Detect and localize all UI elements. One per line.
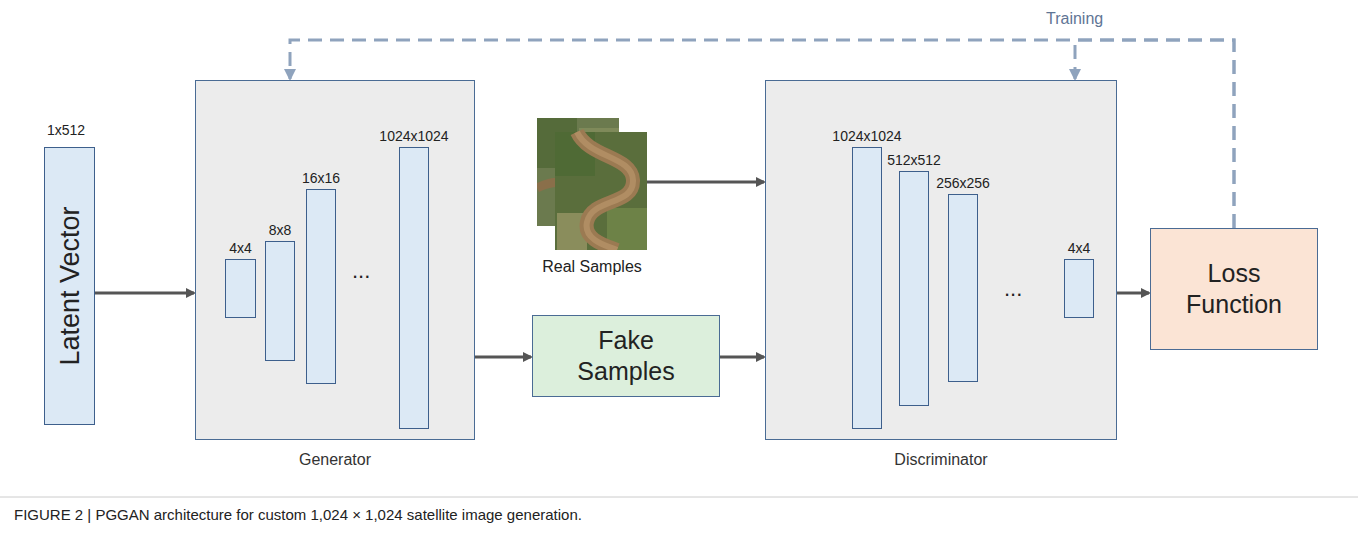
flow-arrow <box>1117 292 1149 295</box>
image-caption: Real Samples <box>537 258 647 276</box>
panel-title: Discriminator <box>766 451 1116 469</box>
dimension-label: 1024x1024 <box>832 128 901 144</box>
dimension-label: 4x4 <box>1068 240 1091 256</box>
box-title: Fake Samples <box>561 325 691 388</box>
dimension-label: 256x256 <box>936 175 990 191</box>
flow-arrow <box>475 356 531 359</box>
generator-panel: Generator4x48x816x161024x1024 <box>195 80 475 440</box>
layer-bar: 1024x1024 <box>852 147 882 429</box>
box-title: Latent Vector <box>54 206 85 365</box>
dimension-label: 1x512 <box>47 122 85 138</box>
box-title: Loss Function <box>1169 258 1299 321</box>
ellipsis-label: ... <box>1004 276 1022 302</box>
dimension-label: 8x8 <box>269 222 292 238</box>
text-wrap: Loss Function <box>1169 258 1299 321</box>
text-wrap: Fake Samples <box>561 325 691 388</box>
dimension-label: 512x512 <box>887 152 941 168</box>
flow-arrow <box>647 181 764 184</box>
latent-vector-box: 1x512Latent Vector <box>44 147 95 425</box>
layer-bar: 512x512 <box>899 171 929 406</box>
dimension-label: 4x4 <box>229 240 252 256</box>
flow-arrow <box>720 356 764 359</box>
layer-bar: 4x4 <box>225 259 256 318</box>
layer-bar: 4x4 <box>1064 259 1094 318</box>
fake-samples-box: Fake Samples <box>532 315 720 397</box>
discriminator-panel: Discriminator1024x1024512x512256x2564x4 <box>765 80 1117 440</box>
dimension-label: 16x16 <box>302 170 340 186</box>
figure-caption: FIGURE 2 | PGGAN architecture for custom… <box>14 506 582 523</box>
panel-title: Generator <box>196 451 474 469</box>
edge-label: Training <box>1042 10 1107 28</box>
dimension-label: 1024x1024 <box>379 128 448 144</box>
layer-bar: 16x16 <box>306 189 336 384</box>
layer-bar: 1024x1024 <box>399 147 429 429</box>
loss-function-box: Loss Function <box>1150 228 1318 350</box>
layer-bar: 8x8 <box>265 241 295 361</box>
real-samples: Real Samples <box>537 118 647 250</box>
layer-bar: 256x256 <box>948 194 978 382</box>
satellite-image <box>537 118 647 250</box>
ellipsis-label: ... <box>352 258 370 284</box>
flow-arrow <box>95 292 194 295</box>
caption-rule <box>0 497 1358 498</box>
